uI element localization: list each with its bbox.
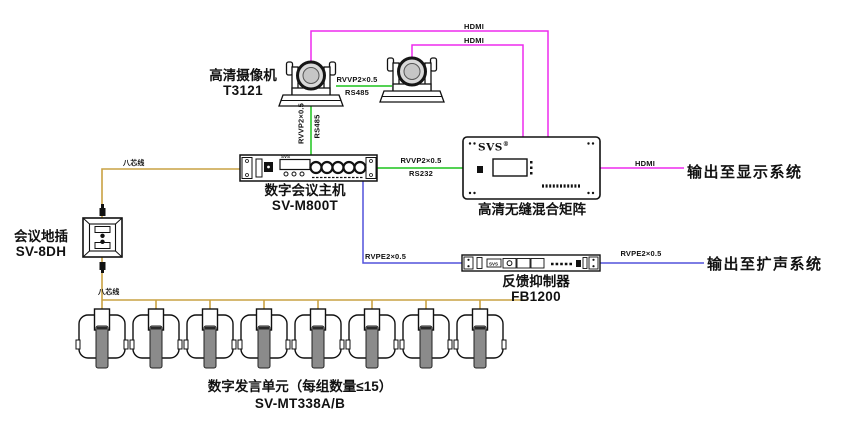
cable-hdmi-cam1-label: HDMI [464, 22, 484, 31]
suppressor-brand-text: SVS [489, 261, 498, 266]
suppressor-model: FB1200 [511, 288, 561, 304]
matrix-device-glyph [462, 136, 601, 200]
matrix-brand: SVS® [478, 141, 510, 154]
host-brand-text: SVS [281, 154, 290, 159]
cable-cam-host-type-label: RVVP2×0.5 [296, 102, 306, 145]
floor-socket-name: 会议地插 [14, 229, 68, 244]
mic-unit [291, 308, 345, 369]
mic-unit [129, 308, 183, 369]
cable-bus-bottom-label: 八芯线 [98, 289, 120, 296]
mic-unit [237, 308, 291, 369]
host-device-glyph: SVS [239, 154, 378, 182]
output-speaker-label: 输出至扩声系统 [707, 256, 823, 273]
host-model: SV-M800T [271, 197, 339, 213]
suppressor-name: 反馈抑制器 [502, 274, 570, 289]
mic-unit [453, 308, 507, 369]
camera-1-glyph [277, 60, 345, 108]
cable-host-matrix-protocol-label: RS232 [409, 169, 433, 178]
camera-name: 高清摄像机 [209, 68, 277, 83]
matrix-label: 高清无缝混合矩阵 [478, 202, 586, 217]
mic-unit [75, 308, 129, 369]
cable-bus-top-label: 八芯线 [123, 160, 145, 167]
cable-cam-host-protocol-label: RS485 [312, 114, 322, 139]
mic-unit [345, 308, 399, 369]
suppressor-label: 反馈抑制器 FB1200 [486, 274, 586, 304]
floor-socket-label: 会议地插 SV-8DH [6, 229, 76, 259]
cable-hdmi-cam2-label: HDMI [464, 36, 484, 45]
registered-mark: ® [502, 141, 510, 148]
output-display-label: 输出至显示系统 [687, 164, 803, 181]
cable-host-suppressor-label: RVPE2×0.5 [365, 252, 407, 261]
camera-label: 高清摄像机 T3121 [200, 68, 286, 98]
mic-units-name: 数字发言单元（每组数量≤15） [207, 379, 393, 394]
audio-lines-blue [362, 181, 704, 264]
camera-model: T3121 [223, 82, 263, 98]
floor-socket-glyph [82, 204, 123, 273]
camera-2-glyph [378, 56, 446, 104]
cable-camlink-protocol-label: RS485 [345, 88, 369, 97]
cable-host-matrix-type-label: RVVP2×0.5 [400, 156, 442, 165]
host-name: 数字会议主机 [264, 183, 346, 198]
suppressor-device-glyph: SVS [461, 254, 601, 272]
cable-hdmi-out-label: HDMI [635, 159, 655, 168]
mic-units-label: 数字发言单元（每组数量≤15） SV-MT338A/B [190, 379, 410, 412]
host-label: 数字会议主机 SV-M800T [245, 183, 365, 213]
mic-units-row [75, 308, 507, 369]
hdmi-lines-magenta [310, 30, 684, 169]
cable-camlink-type-label: RVVP2×0.5 [336, 75, 378, 84]
floor-socket-model: SV-8DH [15, 243, 67, 259]
mic-unit [399, 308, 453, 369]
serial-lines-green [310, 85, 463, 169]
mic-unit [183, 308, 237, 369]
mic-units-model: SV-MT338A/B [254, 395, 346, 411]
cable-suppressor-out-label: RVPE2×0.5 [620, 249, 662, 258]
